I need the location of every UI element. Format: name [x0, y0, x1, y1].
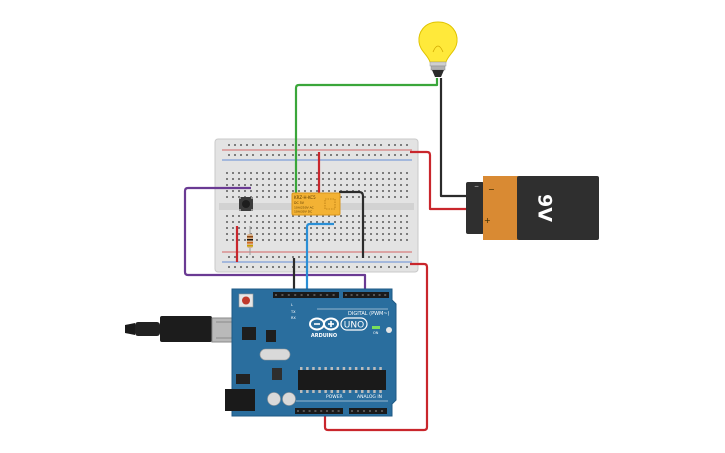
arduino-brand: ARDUINO: [311, 333, 337, 339]
arduino-uno[interactable]: DIGITAL (PWM~) ARDUINO UNO L TX RX ON: [225, 288, 397, 417]
blue-wire[interactable]: [305, 222, 334, 294]
analog-header[interactable]: [349, 408, 387, 414]
battery-voltage-label: 9V: [534, 194, 556, 222]
purple-wire[interactable]: [183, 186, 367, 294]
resistor[interactable]: [247, 226, 253, 255]
mounting-hole: [386, 327, 392, 333]
digital-header-a[interactable]: [273, 292, 339, 298]
atmega-pins: [300, 367, 382, 393]
bottom-header-pins: [297, 410, 383, 412]
power-header[interactable]: [295, 408, 343, 414]
led-rx-label: RX: [291, 316, 296, 320]
pushbutton[interactable]: [239, 197, 253, 211]
relay[interactable]: KRZ-H-KC5 DC 5V 10A/250V AC 10A/30V DC: [291, 192, 341, 216]
analog-label: ANALOG IN: [357, 394, 382, 400]
led-l-label: L: [291, 303, 293, 307]
power-jack[interactable]: [225, 389, 255, 411]
relay-model: KRZ-H-KC5: [294, 195, 316, 200]
usb-chip: [242, 327, 256, 340]
small-chip: [266, 330, 276, 342]
voltage-regulator: [272, 368, 282, 380]
lightbulb-icon[interactable]: [418, 21, 458, 77]
relay-rating-ac: 10A/250V AC: [294, 206, 314, 210]
green-wire[interactable]: [294, 78, 439, 198]
arduino-logo: [309, 317, 339, 331]
capacitor-1: [267, 392, 281, 406]
battery-minus-mark: −: [488, 185, 495, 194]
on-led-label: ON: [373, 331, 379, 335]
arduino-model: UNO: [344, 321, 364, 331]
battery-9v-icon[interactable]: − + − 9V: [466, 176, 599, 240]
digital-header-b[interactable]: [343, 292, 389, 298]
relay-voltage: DC 5V: [294, 201, 305, 205]
reset-button-cap[interactable]: [242, 296, 250, 305]
on-led: [372, 326, 380, 329]
relay-rating-dc: 10A/30V DC: [294, 210, 312, 214]
digital-header-pins: [275, 294, 387, 296]
usb-cable-icon[interactable]: [125, 316, 241, 343]
red-wire-battery[interactable]: [410, 150, 466, 211]
led-tx-label: TX: [290, 310, 296, 314]
battery-minus-label: −: [474, 183, 479, 190]
breadboard-holes: [226, 144, 408, 268]
black-wire-relay[interactable]: [339, 190, 365, 258]
digital-label: DIGITAL (PWM~): [348, 311, 390, 317]
power-label: POWER: [326, 394, 343, 400]
battery-plus-label: +: [484, 216, 491, 225]
red-wire-5v[interactable]: [323, 262, 429, 432]
atmega-chip: [298, 370, 386, 390]
crystal-oscillator: [259, 348, 291, 361]
black-wire-bulb[interactable]: [439, 78, 466, 198]
power-regulator: [236, 374, 250, 384]
capacitor-2: [282, 392, 296, 406]
